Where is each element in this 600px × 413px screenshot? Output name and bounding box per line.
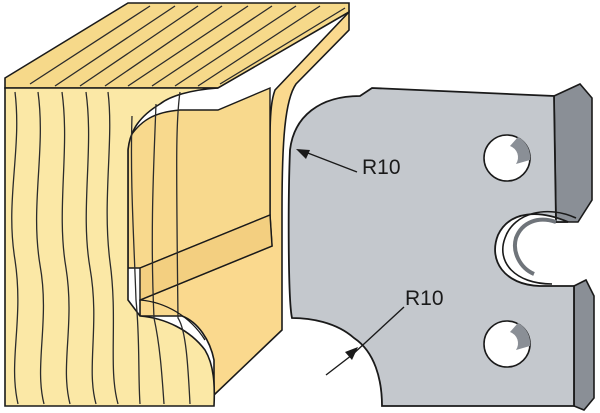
profile-knife xyxy=(287,83,595,411)
knife-notch-depth xyxy=(513,217,557,276)
knife-face xyxy=(287,87,575,407)
knife-hole-top xyxy=(483,134,531,182)
radius-label-bottom: R10 xyxy=(405,287,444,310)
knife-hole-bottom xyxy=(483,320,531,368)
radius-callout-bottom: R10 xyxy=(325,287,444,376)
knife-notch xyxy=(502,210,577,285)
wood-cove-edge xyxy=(139,299,206,341)
radius-label-top: R10 xyxy=(362,156,401,179)
wood-end-grain xyxy=(11,91,191,405)
knife-side xyxy=(553,83,593,223)
wood-end-face xyxy=(4,87,219,407)
knife-side-lower xyxy=(573,278,595,411)
wood-lower-step xyxy=(139,213,273,302)
radius-callout-top: R10 xyxy=(296,149,401,179)
wood-top-grain xyxy=(29,5,346,87)
wood-workpiece xyxy=(4,2,350,407)
